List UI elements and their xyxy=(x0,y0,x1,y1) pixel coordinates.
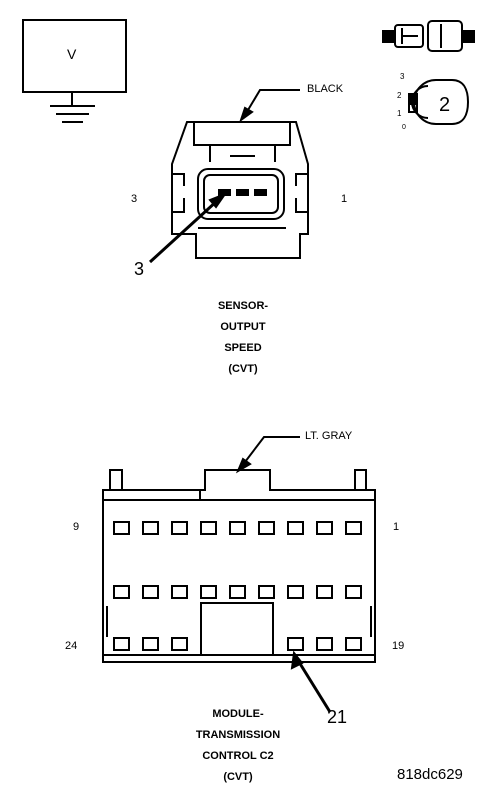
callout-3-arrow xyxy=(148,191,228,264)
module-color-label: LT. GRAY xyxy=(305,430,353,442)
dial-tick-3: 3 xyxy=(400,72,405,81)
dial-tick-1: 1 xyxy=(397,109,402,118)
module-connector xyxy=(102,469,376,663)
module-pin-bottom-left: 24 xyxy=(65,640,78,652)
dial-tick-0: 0 xyxy=(402,124,406,131)
sensor-caption-line-3: SPEED xyxy=(224,342,262,354)
sensor-pin-right: 1 xyxy=(341,193,348,205)
module-pin-top-left: 9 xyxy=(73,521,80,533)
sensor-caption-line-2: OUTPUT xyxy=(220,321,266,333)
module-caption-line-1: MODULE- xyxy=(212,708,264,720)
callout-21-arrow xyxy=(290,650,332,713)
lt-gray-leader xyxy=(235,436,300,474)
module-pin-cavities xyxy=(113,521,362,651)
sensor-color-label: BLACK xyxy=(307,83,344,95)
module-callout: 21 xyxy=(327,707,348,727)
module-caption: MODULE- TRANSMISSION CONTROL C2 (CVT) xyxy=(163,704,313,788)
sensor-caption-line-1: SENSOR- xyxy=(217,300,269,312)
dial-setting: 2 xyxy=(439,94,451,116)
module-caption-line-3: CONTROL C2 xyxy=(202,750,274,762)
dial-tick-2: 2 xyxy=(397,91,402,100)
module-caption-line-2: TRANSMISSION xyxy=(195,729,281,741)
voltmeter-label: V xyxy=(67,46,77,62)
voltmeter-symbol xyxy=(22,19,127,123)
sensor-pin-left: 3 xyxy=(131,193,138,205)
module-pin-bottom-right: 19 xyxy=(392,640,405,652)
module-caption-line-4: (CVT) xyxy=(223,771,253,783)
sensor-connector xyxy=(171,121,309,259)
multimeter-dial-icon xyxy=(408,79,470,125)
black-leader xyxy=(239,89,300,123)
sensor-caption: SENSOR- OUTPUT SPEED (CVT) xyxy=(178,296,308,380)
module-pin-top-right: 1 xyxy=(393,521,400,533)
probe-icon xyxy=(382,20,475,52)
sensor-caption-line-4: (CVT) xyxy=(228,363,258,375)
figure-id: 818dc629 xyxy=(397,766,463,783)
sensor-callout: 3 xyxy=(134,259,145,279)
